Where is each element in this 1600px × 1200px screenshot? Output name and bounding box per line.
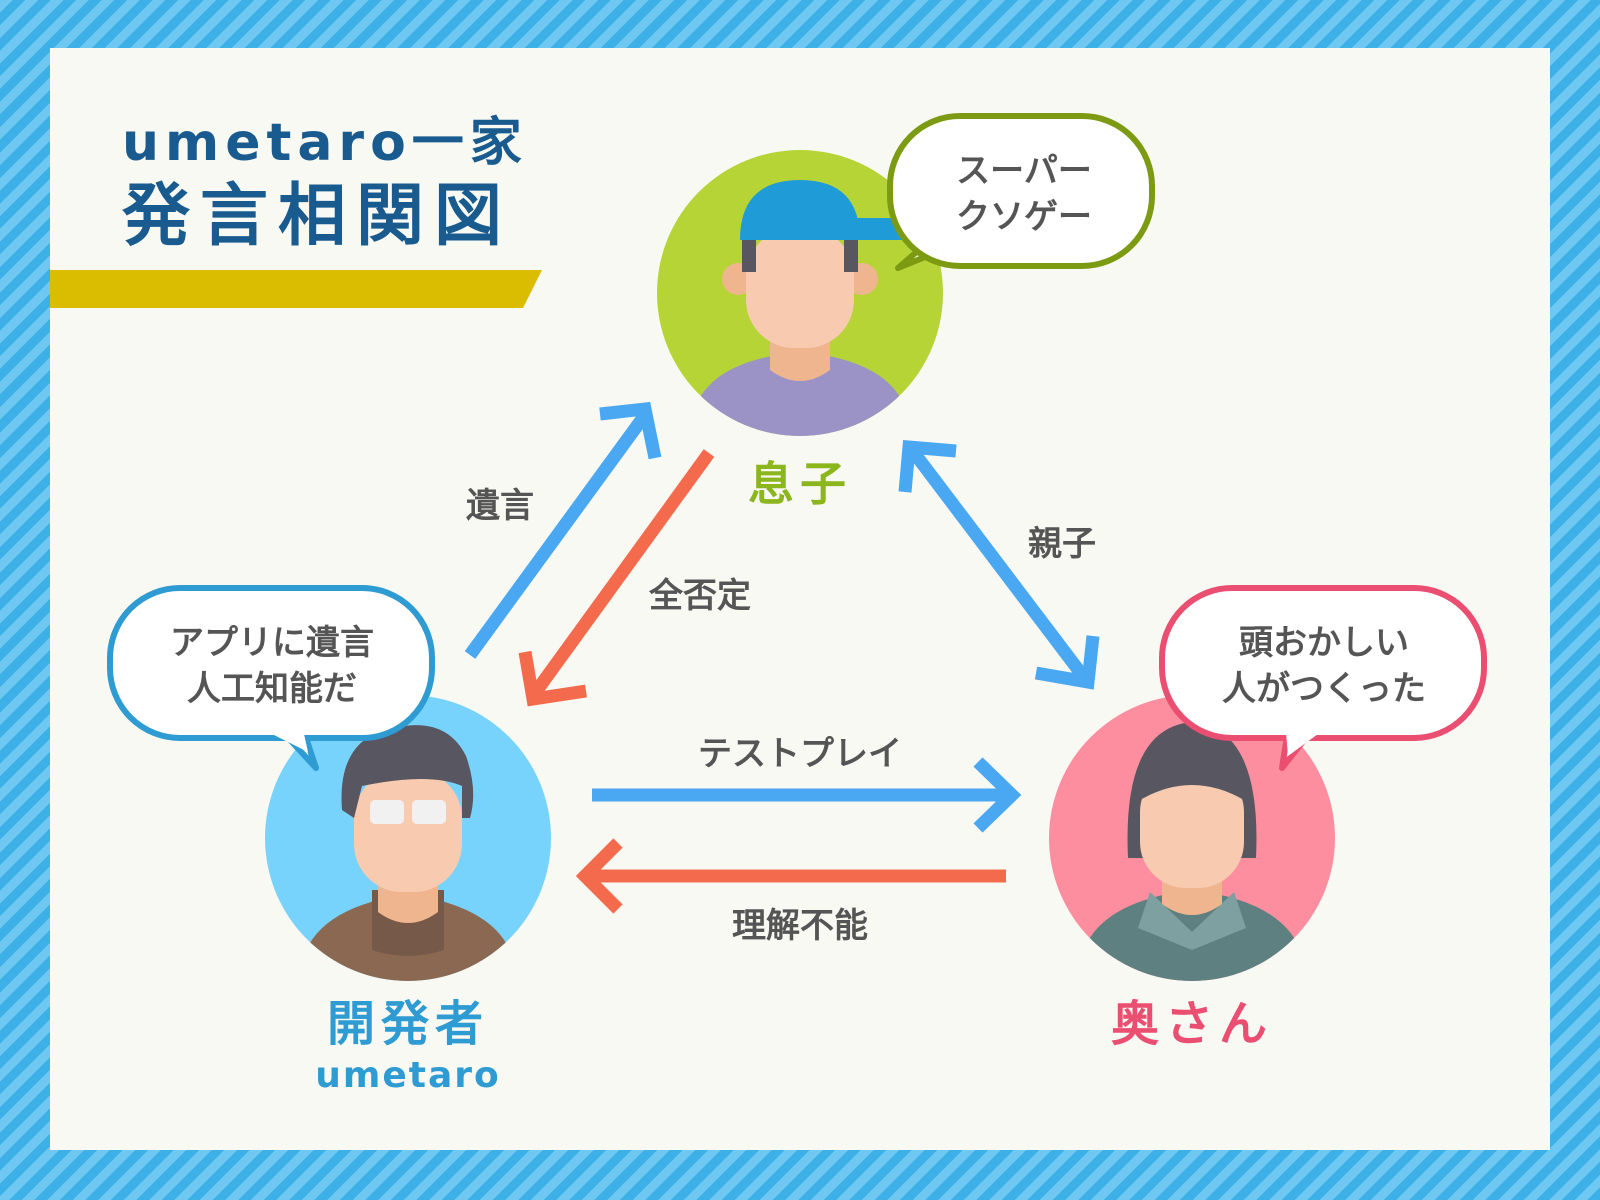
wife-bubble-line-2: 人がつくった: [1222, 669, 1426, 709]
arrow-developer-to-wife: [592, 757, 1022, 833]
arrow-icon: [599, 401, 662, 460]
relation-label-test-play: テストプレイ: [698, 734, 902, 774]
wife-speech-bubble: 頭おかしい 人がつくった: [1159, 585, 1487, 771]
arrow-son-wife-bidirectional: [898, 439, 1100, 690]
wife-bubble-line-1: 頭おかしい: [1239, 623, 1409, 663]
son-bubble-line-2: クソゲー: [956, 197, 1092, 237]
developer-subname-label: umetaro: [315, 1055, 501, 1096]
relation-label-incomprehensible: 理解不能: [732, 906, 868, 946]
arrow-icon: [518, 650, 587, 707]
arrow-icon: [973, 757, 1022, 833]
son-speech-bubble: スーパー クソゲー: [887, 113, 1155, 271]
arrow-icon: [1034, 635, 1100, 690]
relation-label-will: 遺言: [466, 486, 534, 526]
title-underline-band: [50, 270, 542, 308]
developer-name-label: 開発者: [327, 996, 489, 1052]
arrow-icon: [575, 838, 623, 914]
wife-name-label: 奥さん: [1111, 996, 1273, 1052]
title-line-2: 発言相関図: [122, 177, 513, 256]
developer-bubble-line-1: アプリに遺言: [170, 623, 374, 663]
relationship-diagram: 遺言 全否定 親子 テストプレイ 理解不能: [107, 113, 1487, 1096]
developer-bubble-line-2: 人工知能だ: [187, 669, 357, 709]
arrow-developer-to-son: [464, 401, 662, 659]
relation-label-total-denial: 全否定: [648, 576, 751, 616]
son-avatar-icon: [657, 150, 943, 436]
arrow-wife-to-developer: [575, 838, 1006, 914]
son-name-label: 息子: [748, 457, 852, 511]
title-line-1: umetaro一家: [122, 113, 528, 173]
relation-label-parent-child: 親子: [1028, 524, 1096, 564]
diagram-panel: umetaro一家 発言相関図 遺: [50, 48, 1550, 1150]
wife-avatar-icon: [1049, 695, 1335, 981]
developer-avatar-icon: [265, 695, 551, 981]
arrow-son-to-developer: [518, 449, 715, 707]
developer-speech-bubble: アプリに遺言 人工知能だ: [107, 585, 435, 771]
arrow-icon: [898, 439, 957, 493]
son-bubble-line-1: スーパー: [956, 151, 1092, 191]
